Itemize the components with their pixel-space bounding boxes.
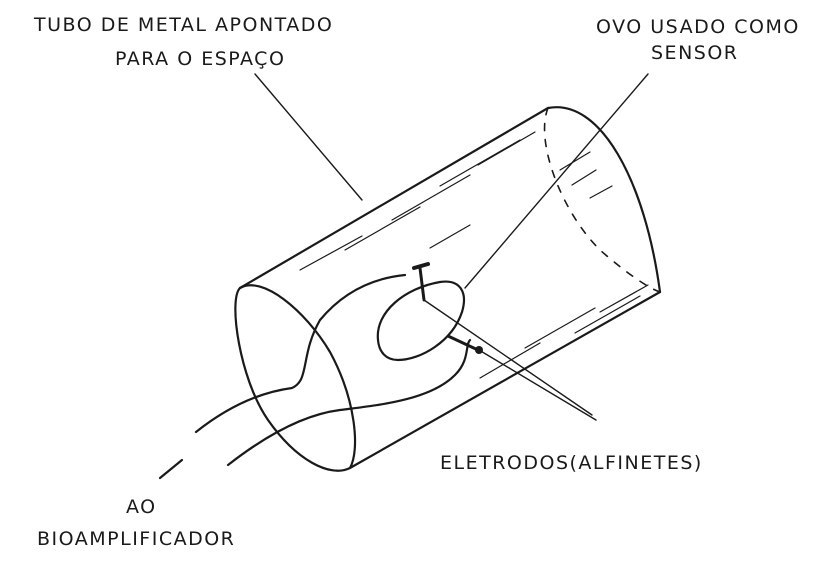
tube-bottom-edge <box>348 290 662 470</box>
leader-electrode-1 <box>423 299 593 416</box>
tube-top-edge <box>238 106 550 290</box>
wire-upper <box>194 273 407 434</box>
tube-back-end-hidden <box>543 107 661 293</box>
pin-lower <box>446 334 483 354</box>
label-tube-line1: TUBO DE METAL APONTADO <box>34 14 334 36</box>
wire-lower <box>226 338 472 467</box>
tube-front-opening <box>234 284 357 472</box>
leader-tube <box>254 73 363 201</box>
tube-back-end-solid <box>546 106 662 294</box>
leader-egg <box>464 73 649 289</box>
egg-outline <box>376 280 466 362</box>
pin-upper <box>412 262 430 302</box>
wire-end-dash <box>158 458 184 480</box>
label-tube-line2: PARA O ESPAÇO <box>115 48 286 70</box>
label-amp-line1: AO <box>126 496 157 518</box>
leader-electrode-2 <box>478 349 597 421</box>
label-egg-line1: OVO USADO COMO <box>596 16 800 38</box>
label-egg-line2: SENSOR <box>651 42 739 64</box>
label-amp-line2: BIOAMPLIFICADOR <box>37 528 236 550</box>
tube-hatching <box>299 131 649 379</box>
label-electrodes: ELETRODOS(ALFINETES) <box>440 452 703 474</box>
